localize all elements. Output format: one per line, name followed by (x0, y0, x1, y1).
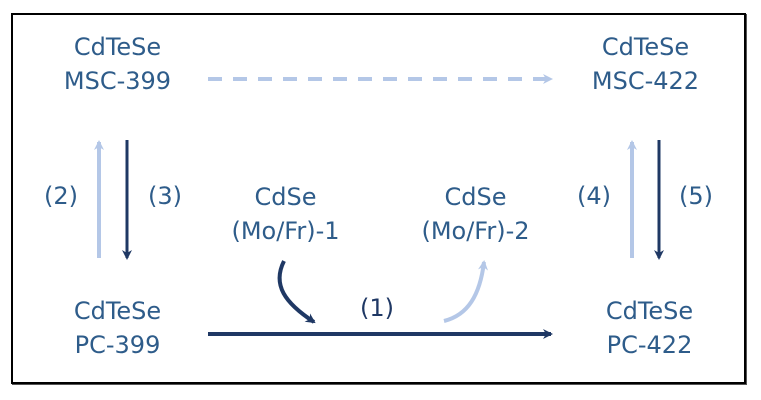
step-label-1: (1) (360, 294, 394, 322)
step-label-2: (2) (44, 182, 78, 210)
node-cdse-mofr-2: CdSe (Mo/Fr)-2 (398, 180, 553, 248)
node-pc-399: CdTeSe PC-399 (40, 294, 195, 362)
node-msc-399: CdTeSe MSC-399 (40, 30, 195, 98)
node-pc-422-line2: PC-422 (606, 331, 693, 359)
node-msc-399-line1: CdTeSe (73, 33, 162, 61)
node-pc-422: CdTeSe PC-422 (572, 294, 727, 362)
step-label-4: (4) (577, 182, 611, 210)
node-cdse-2-line1: CdSe (444, 183, 507, 211)
node-cdse-1-line1: CdSe (254, 183, 317, 211)
node-msc-422-line2: MSC-422 (591, 67, 700, 95)
curved-arrow-cdse2-out (443, 260, 488, 323)
diagram-frame (11, 13, 746, 384)
node-pc-422-line1: CdTeSe (605, 297, 694, 325)
node-msc-422: CdTeSe MSC-422 (568, 30, 723, 98)
node-pc-399-line1: CdTeSe (73, 297, 162, 325)
node-pc-399-line2: PC-399 (74, 331, 161, 359)
node-cdse-1-line2: (Mo/Fr)-1 (231, 217, 340, 245)
step-label-3: (3) (148, 182, 182, 210)
curved-arrow-cdse1-in (277, 260, 316, 324)
node-cdse-2-line2: (Mo/Fr)-2 (421, 217, 530, 245)
node-msc-399-line2: MSC-399 (63, 67, 172, 95)
step-label-5: (5) (679, 182, 713, 210)
node-msc-422-line1: CdTeSe (601, 33, 690, 61)
node-cdse-mofr-1: CdSe (Mo/Fr)-1 (208, 180, 363, 248)
